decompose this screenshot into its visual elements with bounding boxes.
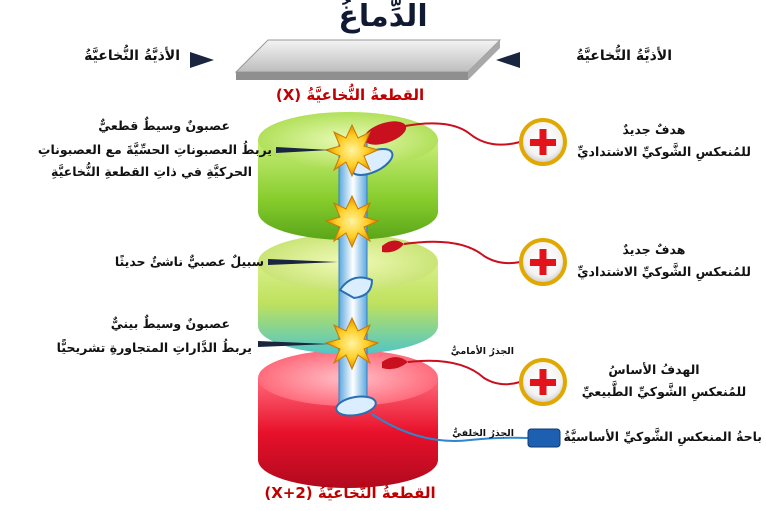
target1-line: للمُنعكسِ الشَّوكيِّ الاشتداديِّ: [577, 144, 751, 159]
anterior-root-label: الجذرُ الأماميُّ: [450, 346, 514, 357]
target2-line: للمُنعكسِ الشَّوكيِّ الاشتداديِّ: [577, 264, 751, 279]
posterior-root-line: [371, 413, 529, 442]
synapse-star-icons: [324, 123, 380, 371]
interneuron-segmental-title: عصبونٌ وسيطٌ قطعيٌّ: [98, 118, 230, 133]
target1-title: هدفٌ جديدٌ: [622, 122, 686, 137]
posterior-root-label: الجذرُ الخلفيُّ: [452, 428, 514, 439]
interneuron-between-title: عصبونٌ وسيطٌ بينيٌّ: [110, 316, 230, 331]
target2-title: هدفٌ جديدٌ: [622, 242, 686, 257]
brain-title: الدِّماغُ: [338, 0, 428, 34]
segment-top-label: القطعةُ النُّخاعيَّةُ (X): [275, 86, 425, 104]
interneuron-between-line1: يربطُ الدَّاراتِ المتجاورةِ تشريحيًّا: [56, 340, 252, 355]
target3-title: الهدفُ الأساسُ: [608, 362, 700, 377]
left-tract-label: الأذيَّةُ النُّخاعيَّةُ: [84, 48, 180, 64]
right-tract-arrow-icon: [496, 52, 520, 68]
interneuron-segmental-line2: الحركيَّةِ في ذاتِ القطعةِ النُّخاعيَّةِ: [50, 164, 252, 179]
reflex-area-box: [527, 428, 561, 448]
motor-terminals: [363, 121, 408, 370]
target3-line: للمُنعكسِ الشَّوكيِّ الطَّبيعيِّ: [581, 384, 747, 399]
new-pathway-label: سبيلٌ عصبيٌّ ناشئٌ حديثًا: [114, 254, 264, 269]
segment-bottom-label: القطعةُ النُّخاعيَّةُ (X+2): [264, 484, 436, 502]
efferent-lines: [403, 122, 521, 386]
target-plus-icons: [519, 118, 567, 406]
left-pointer-wedges: [258, 147, 338, 347]
reflex-area-label: باحةُ المنعكسِ الشَّوكيِّ الأساسيَّةُ: [563, 429, 763, 444]
left-tract-arrow-icon: [190, 52, 214, 68]
right-tract-label: الأذيَّةُ النُّخاعيَّةُ: [576, 48, 672, 64]
brain-plate: [234, 39, 502, 80]
interneuron-segmental-line1: يربطُ العصبوناتِ الحسِّيَّةَ مع العصبونا…: [37, 142, 272, 157]
